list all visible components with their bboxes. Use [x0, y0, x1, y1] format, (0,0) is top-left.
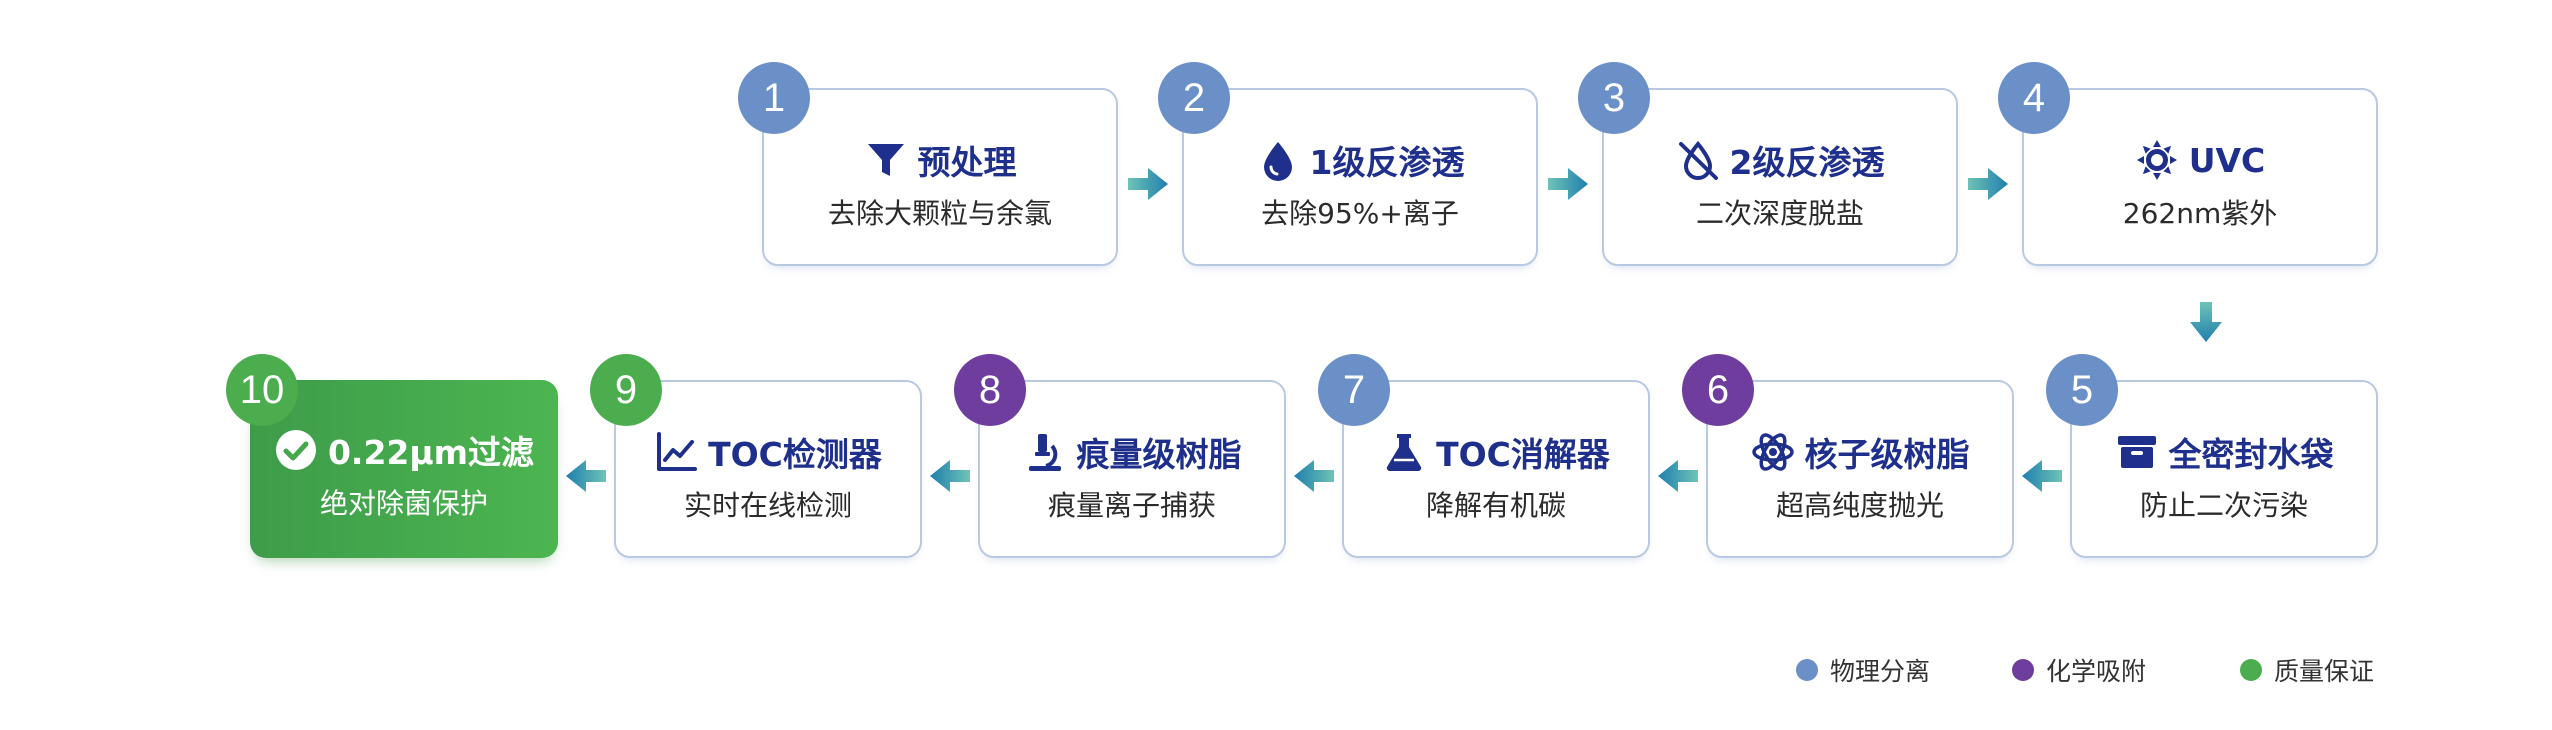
step-content: TOC检测器实时在线检测 — [616, 426, 920, 524]
step-content: 预处理去除大颗粒与余氯 — [764, 134, 1116, 232]
step-title: 全密封水袋 — [2168, 435, 2334, 474]
arrow-down-icon — [2190, 302, 2222, 342]
arrow-left-icon — [1658, 460, 1698, 492]
step-card-10: 0.22μm过滤绝对除菌保护 — [250, 380, 558, 558]
step-subtitle: 实时在线检测 — [683, 489, 852, 522]
arrow-right-icon — [1128, 168, 1168, 200]
step-content: 痕量级树脂痕量离子捕获 — [980, 426, 1284, 524]
sun-icon — [2136, 140, 2177, 180]
line-chart-icon — [657, 432, 698, 471]
step-content: 核子级树脂超高纯度抛光 — [1708, 426, 2012, 524]
step-number-badge: 10 — [226, 354, 298, 426]
legend-dot-chemical — [2012, 659, 2034, 681]
step-title: TOC消解器 — [1436, 435, 1610, 474]
step-subtitle: 降解有机碳 — [1425, 489, 1566, 522]
step-title-row: 2级反渗透 — [1676, 134, 1885, 186]
step-number-badge: 7 — [1318, 354, 1390, 426]
step-title-row: TOC消解器 — [1382, 426, 1610, 478]
legend-item-physical: 物理分离 — [1796, 652, 1930, 688]
step-title: 核子级树脂 — [1804, 435, 1970, 474]
arrow-right-icon — [1548, 168, 1588, 200]
legend-label-quality: 质量保证 — [2274, 657, 2375, 686]
legend-dot-quality — [2240, 659, 2262, 681]
step-title: 2级反渗透 — [1729, 143, 1885, 182]
step-title-row: 0.22μm过滤 — [274, 424, 534, 476]
check-circle-icon — [275, 430, 316, 470]
drop-slash-icon — [1678, 140, 1718, 180]
step-number-badge: 6 — [1682, 354, 1754, 426]
legend-label-chemical: 化学吸附 — [2046, 657, 2147, 686]
step-content: 0.22μm过滤绝对除菌保护 — [250, 424, 558, 522]
step-card-7: TOC消解器降解有机碳 — [1342, 380, 1650, 558]
legend-label-physical: 物理分离 — [1830, 657, 1931, 686]
step-title: 预处理 — [917, 143, 1017, 182]
step-content: 2级反渗透二次深度脱盐 — [1604, 134, 1956, 232]
step-card-4: UVC 262nm紫外 — [2022, 88, 2378, 266]
step-card-6: 核子级树脂超高纯度抛光 — [1706, 380, 2014, 558]
step-subtitle: 痕量离子捕获 — [1047, 489, 1216, 522]
step-content: 全密封水袋防止二次污染 — [2072, 426, 2376, 524]
step-title: 1级反渗透 — [1309, 143, 1465, 182]
step-title-row: 全密封水袋 — [2115, 426, 2334, 478]
step-card-5: 全密封水袋防止二次污染 — [2070, 380, 2378, 558]
step-title-row: 痕量级树脂 — [1023, 426, 1242, 478]
step-subtitle: 二次深度脱盐 — [1695, 197, 1864, 230]
step-subtitle: 超高纯度抛光 — [1775, 489, 1944, 522]
step-card-2: 1级反渗透去除95%+离子 — [1182, 88, 1538, 266]
arrow-left-icon — [1294, 460, 1334, 492]
step-number-badge: 9 — [590, 354, 662, 426]
step-number-badge: 4 — [1998, 62, 2070, 134]
step-title: 0.22μm过滤 — [327, 433, 535, 472]
microscope-icon — [1028, 434, 1061, 471]
step-title-row: TOC检测器 — [654, 426, 882, 478]
flask-icon — [1386, 434, 1422, 472]
funnel-icon — [867, 144, 904, 176]
step-number-badge: 8 — [954, 354, 1026, 426]
step-title-row: 预处理 — [864, 134, 1017, 186]
step-subtitle: 262nm紫外 — [2122, 197, 2278, 230]
archive-box-icon — [2117, 436, 2156, 468]
step-title: UVC — [2188, 140, 2266, 180]
atom-icon — [1751, 433, 1794, 471]
step-title: 痕量级树脂 — [1076, 435, 1242, 474]
step-subtitle: 去除95%+离子 — [1261, 197, 1459, 230]
arrow-left-icon — [930, 460, 970, 492]
legend-item-chemical: 化学吸附 — [2012, 652, 2146, 688]
step-title-row: 核子级树脂 — [1751, 426, 1970, 478]
step-title: TOC检测器 — [708, 435, 882, 474]
step-card-3: 2级反渗透二次深度脱盐 — [1602, 88, 1958, 266]
step-subtitle: 防止二次污染 — [2139, 489, 2308, 522]
step-title-row: UVC — [2135, 134, 2266, 186]
step-card-9: TOC检测器实时在线检测 — [614, 380, 922, 558]
step-number-badge: 2 — [1158, 62, 1230, 134]
legend-item-quality: 质量保证 — [2240, 652, 2374, 688]
water-drop-icon — [1263, 142, 1292, 181]
step-subtitle: 去除大颗粒与余氯 — [827, 197, 1052, 230]
arrow-left-icon — [566, 460, 606, 492]
step-card-1: 预处理去除大颗粒与余氯 — [762, 88, 1118, 266]
step-content: 1级反渗透去除95%+离子 — [1184, 134, 1536, 232]
step-number-badge: 5 — [2046, 354, 2118, 426]
legend-dot-physical — [1796, 659, 1818, 681]
arrow-left-icon — [2022, 460, 2062, 492]
arrow-right-icon — [1968, 168, 2008, 200]
step-content: TOC消解器降解有机碳 — [1344, 426, 1648, 524]
step-number-badge: 3 — [1578, 62, 1650, 134]
step-title-row: 1级反渗透 — [1256, 134, 1465, 186]
step-number-badge: 1 — [738, 62, 810, 134]
step-content: UVC 262nm紫外 — [2024, 134, 2376, 232]
step-card-8: 痕量级树脂痕量离子捕获 — [978, 380, 1286, 558]
step-subtitle: 绝对除菌保护 — [319, 487, 488, 520]
